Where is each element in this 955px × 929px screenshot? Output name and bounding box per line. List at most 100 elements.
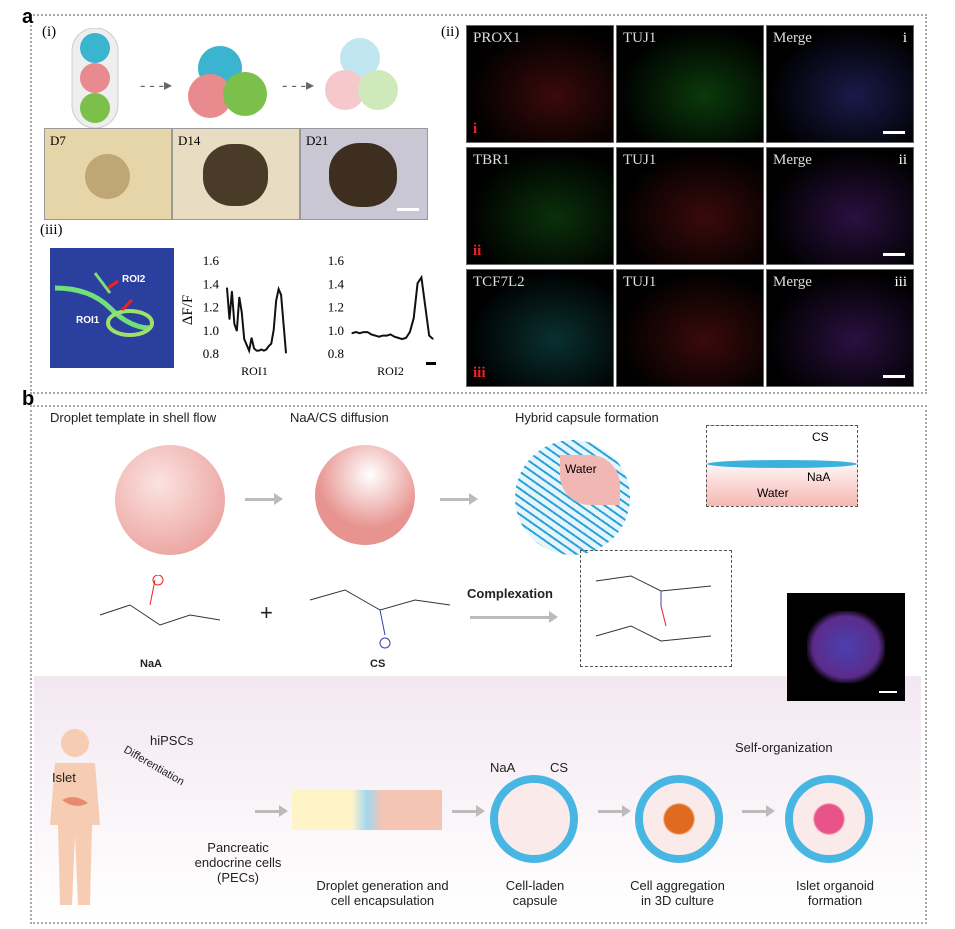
trace-point [374,334,376,337]
scale-bar [883,253,905,256]
caption-cell-aggregation: Cell aggregation in 3D culture [630,878,725,908]
stain-label: TBR1 [473,152,510,168]
cs-label: CS [370,658,386,670]
row-numeral: iii [894,274,907,290]
panel-a-label: a [22,6,34,28]
caption-droplet-generation: Droplet generation and cell encapsulatio… [316,878,449,908]
y-tick-label: 1.6 [328,253,345,268]
time-scale-bar [426,362,436,365]
trace-point [424,305,426,308]
scale-bar [883,131,905,134]
micrograph-merge-row2: Merge ii [766,147,914,265]
trace-point [265,348,267,351]
trace-point [248,350,250,352]
trace-point [416,282,419,284]
calcium-imaging-map: ROI2 ROI1 [50,248,174,368]
trace-point [270,343,272,345]
microfluidic-device [292,790,442,830]
trace-point [260,348,263,351]
trace-point [401,338,403,340]
inset-cs-label: CS [812,430,829,444]
complexation-arrow [470,611,558,623]
trace-point [273,329,275,331]
trace-point [370,333,372,335]
clinical-workflow-bg [34,676,921,918]
cell-laden-capsule [490,775,578,863]
micrograph-tuj1-row2: TUJ1 [616,147,764,265]
organoid-photo-d21: D21 [300,128,428,220]
process-arrow [255,805,288,817]
stain-label: TUJ1 [623,274,657,290]
trace-point [268,345,270,347]
organoid-photo-d7: D7 [44,128,172,220]
trace-point [378,336,380,338]
y-tick-label: 1.4 [203,276,220,291]
droplet-template [115,445,225,555]
capsule-cs-label: CS [550,760,569,775]
trace-point [351,332,353,334]
trace-line-roi2 [351,274,434,341]
trace-point [226,287,228,289]
stain-label: Merge [773,152,812,168]
step-droplet-template: Droplet template in shell flow [50,410,217,425]
x-axis-label: ROI1 [241,364,268,378]
trace-point [420,276,423,279]
trace-point [236,330,238,332]
micrograph-merge-row3: Merge iii [766,269,914,387]
sub-iii-label: (iii) [40,222,63,238]
caption-islet-organoid: Islet organoid formation [795,878,875,908]
droplet-diffusion [315,445,415,545]
human-body-icon [50,729,100,905]
capsule-water-label: Water [565,462,597,476]
panel-a-frame [30,14,927,394]
roi2-label: ROI2 [122,274,146,285]
row-label: ii [473,243,482,259]
trace-point [428,334,430,337]
trace-point [382,334,384,337]
y-tick-label: 1.2 [203,300,219,315]
y-tick-label: 0.8 [328,346,344,361]
stain-label: TCF7L2 [473,274,525,290]
step-capsule-formation: Hybrid capsule formation [515,410,659,425]
islet-organoid-micrograph [787,593,905,701]
trace-point [409,331,411,333]
organoid-capsule [785,775,873,863]
process-arrow [742,805,775,817]
trace-point [432,338,434,340]
plus-sign: + [260,600,273,625]
trace-point [413,317,415,319]
svg-text:- - -▸: - - -▸ [140,77,172,94]
row-numeral: ii [898,152,907,168]
y-tick-label: 1.0 [203,323,219,338]
capsule-naa-label: NaA [490,760,516,775]
stain-label: Merge [773,274,812,290]
trace-point [366,331,369,333]
micrograph-tbr1-row2: TBR1 ii [466,147,614,265]
islet-label: Islet [52,770,76,785]
pec-label: Pancreatic endocrine cells (PECs) [194,840,282,885]
inset-naa-label: NaA [807,470,831,484]
scale-bar [883,375,905,378]
aggregation-capsule [635,775,723,863]
trace-point [263,350,265,352]
process-arrow [440,493,478,505]
trace-point [355,331,357,333]
y-axis-label: ΔF/F [180,295,196,326]
sub-i-label: (i) [42,24,57,40]
trace-point [231,290,233,292]
cs-structure [309,589,451,649]
trace-point [285,352,287,354]
trace-point [241,311,243,313]
trace-point [228,318,231,320]
trace-point [255,350,258,352]
trace-point [258,350,260,352]
trace-line-roi1 [226,285,287,355]
process-arrow [245,493,283,505]
trace-point [405,337,407,339]
organoid-fusion-schematic: - - -▸ - - -▸ [71,28,398,128]
micrograph-tuj1-row1: TUJ1 [616,25,764,143]
naa-structure [99,575,221,626]
